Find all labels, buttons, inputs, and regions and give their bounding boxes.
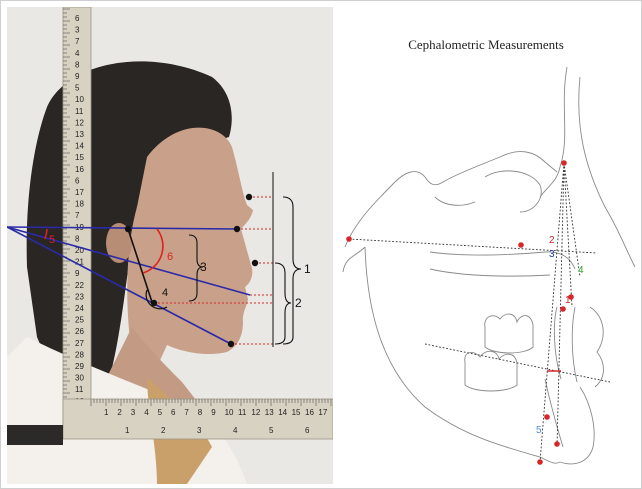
measure-label-5: 5 <box>536 425 542 436</box>
profile-photo-svg: 6374895101112131415166171871982021922232… <box>7 7 333 484</box>
horizontal-ruler-inch-number: 2 <box>161 426 166 435</box>
measure-label-4: 4 <box>578 265 584 276</box>
line-n-a <box>564 163 572 307</box>
vertical-ruler-number: 16 <box>75 165 84 174</box>
horizontal-ruler-number: 9 <box>211 408 216 417</box>
profile-photo-panel: 6374895101112131415166171871982021922232… <box>7 7 333 484</box>
measure-label-2: 2 <box>549 235 555 246</box>
vertical-ruler-number: 30 <box>75 374 84 383</box>
vertical-ruler-number: 6 <box>75 14 80 23</box>
horizontal-ruler-number: 4 <box>144 408 149 417</box>
vertical-ruler-number: 6 <box>75 176 80 185</box>
horizontal-ruler-inch-number: 1 <box>125 426 130 435</box>
horizontal-ruler-number: 1 <box>104 408 109 417</box>
angle-label-4: 4 <box>162 287 168 299</box>
horizontal-ruler-number: 15 <box>292 408 301 417</box>
vertical-ruler: 6374895101112131415166171871982021922232… <box>63 7 91 427</box>
vertical-ruler-number: 5 <box>75 84 80 93</box>
vertical-ruler-number: 3 <box>75 26 80 35</box>
horizontal-ruler-inch-number: 4 <box>233 426 238 435</box>
ruler-shadow <box>7 425 63 445</box>
vertical-ruler-number: 17 <box>75 188 84 197</box>
cephalometric-lines <box>349 163 610 462</box>
vertical-ruler-number: 7 <box>75 211 80 220</box>
vertical-ruler-number: 13 <box>75 130 84 139</box>
horizontal-ruler-number: 10 <box>225 408 234 417</box>
bracket-label-3: 3 <box>200 260 207 274</box>
horizontal-ruler-number: 11 <box>238 408 247 417</box>
vertical-ruler-number: 24 <box>75 304 84 313</box>
horizontal-ruler-number: 7 <box>184 408 189 417</box>
vertical-ruler-number: 11 <box>75 107 84 116</box>
measure-label-1: 1 <box>565 295 571 306</box>
vertical-ruler-number: 29 <box>75 362 84 371</box>
vertical-ruler-number: 12 <box>75 118 84 127</box>
vertical-ruler-number: 8 <box>75 60 80 69</box>
vertical-ruler-number: 28 <box>75 350 84 359</box>
vertical-ruler-number: 4 <box>75 49 80 58</box>
occlusal-line <box>425 344 610 382</box>
skull-outline <box>343 67 635 464</box>
vertical-ruler-number: 25 <box>75 316 84 325</box>
vertical-ruler-number: 23 <box>75 292 84 301</box>
vertical-ruler-number: 7 <box>75 37 80 46</box>
angle-label-6: 6 <box>167 251 173 263</box>
vertical-ruler-number: 27 <box>75 339 84 348</box>
vertical-ruler-number: 14 <box>75 142 84 151</box>
vertical-ruler-number: 9 <box>75 269 80 278</box>
sn-line <box>349 239 597 253</box>
horizontal-ruler-number: 17 <box>318 408 327 417</box>
measure-label-3: 3 <box>549 249 555 260</box>
bracket-label-2: 2 <box>295 296 302 310</box>
cephalometric-panel: Cephalometric Measurements <box>335 7 637 484</box>
vertical-ruler-number: 18 <box>75 200 84 209</box>
landmark-points <box>346 160 574 465</box>
bracket-label-1: 1 <box>304 262 311 276</box>
horizontal-ruler-number: 12 <box>251 408 260 417</box>
horizontal-ruler-inch-number: 6 <box>305 426 310 435</box>
horizontal-ruler-number: 8 <box>198 408 203 417</box>
vertical-ruler-number: 15 <box>75 153 84 162</box>
horizontal-ruler-number: 2 <box>117 408 122 417</box>
vertical-ruler-number: 10 <box>75 95 84 104</box>
vertical-ruler-number: 9 <box>75 72 80 81</box>
horizontal-ruler-number: 14 <box>278 408 287 417</box>
horizontal-ruler-number: 3 <box>131 408 136 417</box>
line-n-sn <box>564 163 580 277</box>
vertical-ruler-number: 22 <box>75 281 84 290</box>
horizontal-ruler-number: 6 <box>171 408 176 417</box>
vertical-ruler-number: 26 <box>75 327 84 336</box>
horizontal-ruler-number: 13 <box>265 408 274 417</box>
vertical-ruler-number: 8 <box>75 234 80 243</box>
horizontal-ruler-number: 16 <box>305 408 314 417</box>
vertical-ruler-number: 11 <box>75 385 84 394</box>
horizontal-ruler-inch-number: 3 <box>197 426 202 435</box>
line-n-me <box>540 163 564 462</box>
horizontal-ruler-inch-number: 5 <box>269 426 274 435</box>
horizontal-ruler-number: 5 <box>158 408 163 417</box>
line-n-b <box>557 163 564 447</box>
cephalometric-tracing-svg: 2 3 4 1 5 <box>335 7 637 484</box>
angle-label-5: 5 <box>49 234 55 246</box>
